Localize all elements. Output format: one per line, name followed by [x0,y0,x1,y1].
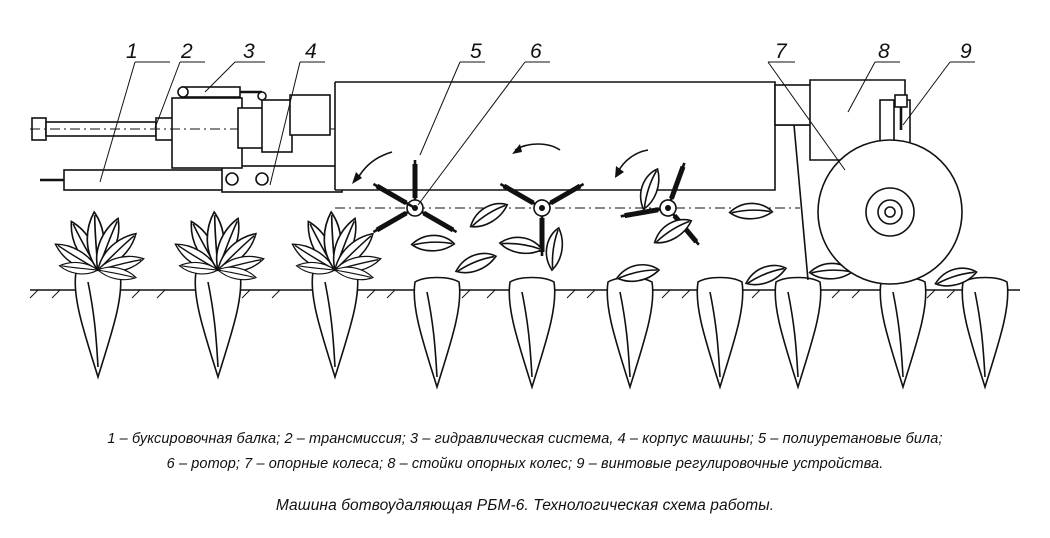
machine-drawing: 1 2 3 4 5 6 7 8 9 [29,40,1020,388]
transmission [30,94,340,169]
hydraulic-system [177,86,267,101]
beets-topped [413,276,1009,388]
tow-beam [40,165,343,193]
support-wheel [817,139,963,285]
rotation-arrows [352,143,649,184]
callout-3: 3 [243,40,255,63]
leader-lines [99,61,975,206]
callout-6: 6 [530,40,542,63]
callout-8: 8 [878,40,890,63]
callout-9: 9 [960,40,972,63]
callout-4: 4 [305,40,317,63]
callout-7: 7 [775,40,788,63]
callout-2: 2 [180,40,193,63]
callout-5: 5 [470,40,482,63]
figure-title: Машина ботвоудаляющая РБМ-6. Технологиче… [275,497,775,514]
screw-adjuster [894,94,908,130]
beets-untopped [51,211,382,378]
legend-line-2: 6 – ротор; 7 – опорные колеса; 8 – стойк… [166,456,884,472]
legend-line-1: 1 – буксировочная балка; 2 – трансмиссия… [107,431,943,447]
callout-numbers: 1 2 3 4 5 6 7 8 9 [126,40,972,63]
callout-1: 1 [126,40,138,63]
machine-body [334,81,821,209]
